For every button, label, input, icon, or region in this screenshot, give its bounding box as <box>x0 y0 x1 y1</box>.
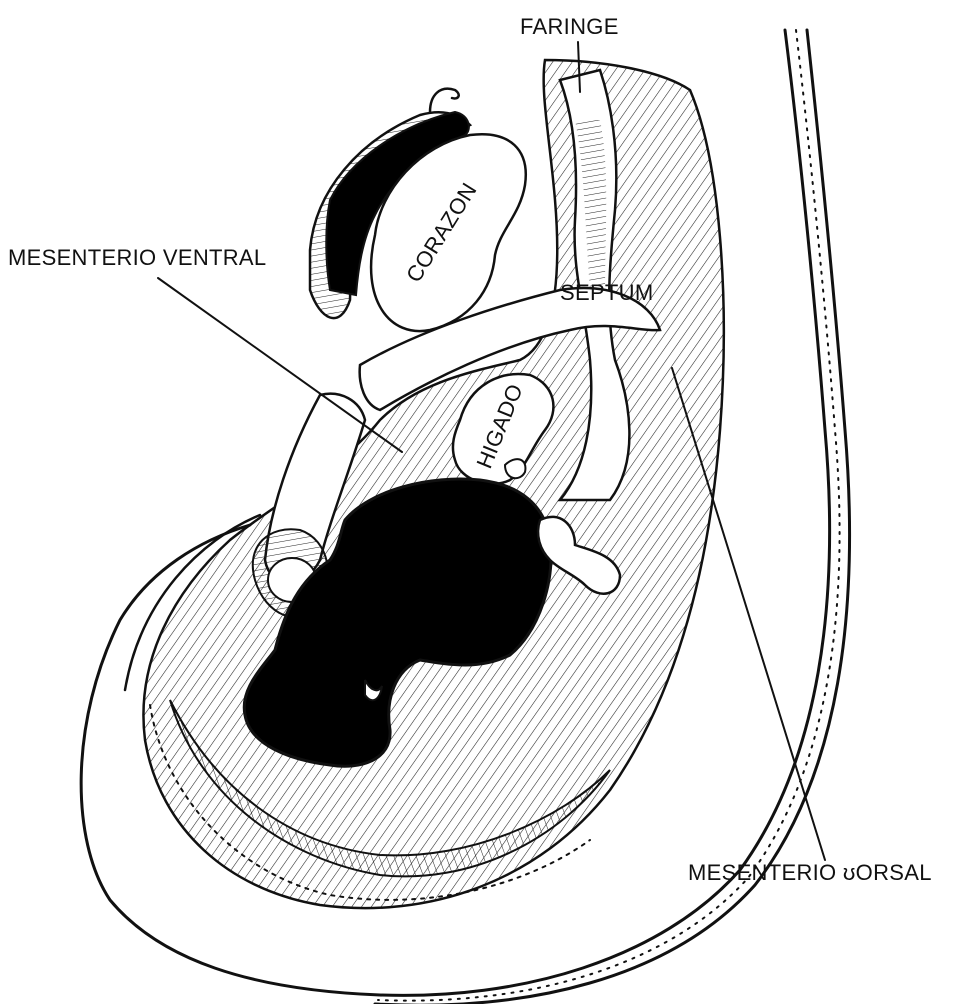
label-faringe: FARINGE <box>520 14 619 39</box>
mesenterio-dorsal-leader <box>672 368 825 860</box>
heart <box>310 89 526 331</box>
label-septum: SEPTUM <box>560 280 653 305</box>
label-mesenterio-ventral: MESENTERIO VENTRAL <box>8 245 266 270</box>
label-mesenterio-dorsal: MESENTERIO ʊORSAL <box>688 860 932 885</box>
